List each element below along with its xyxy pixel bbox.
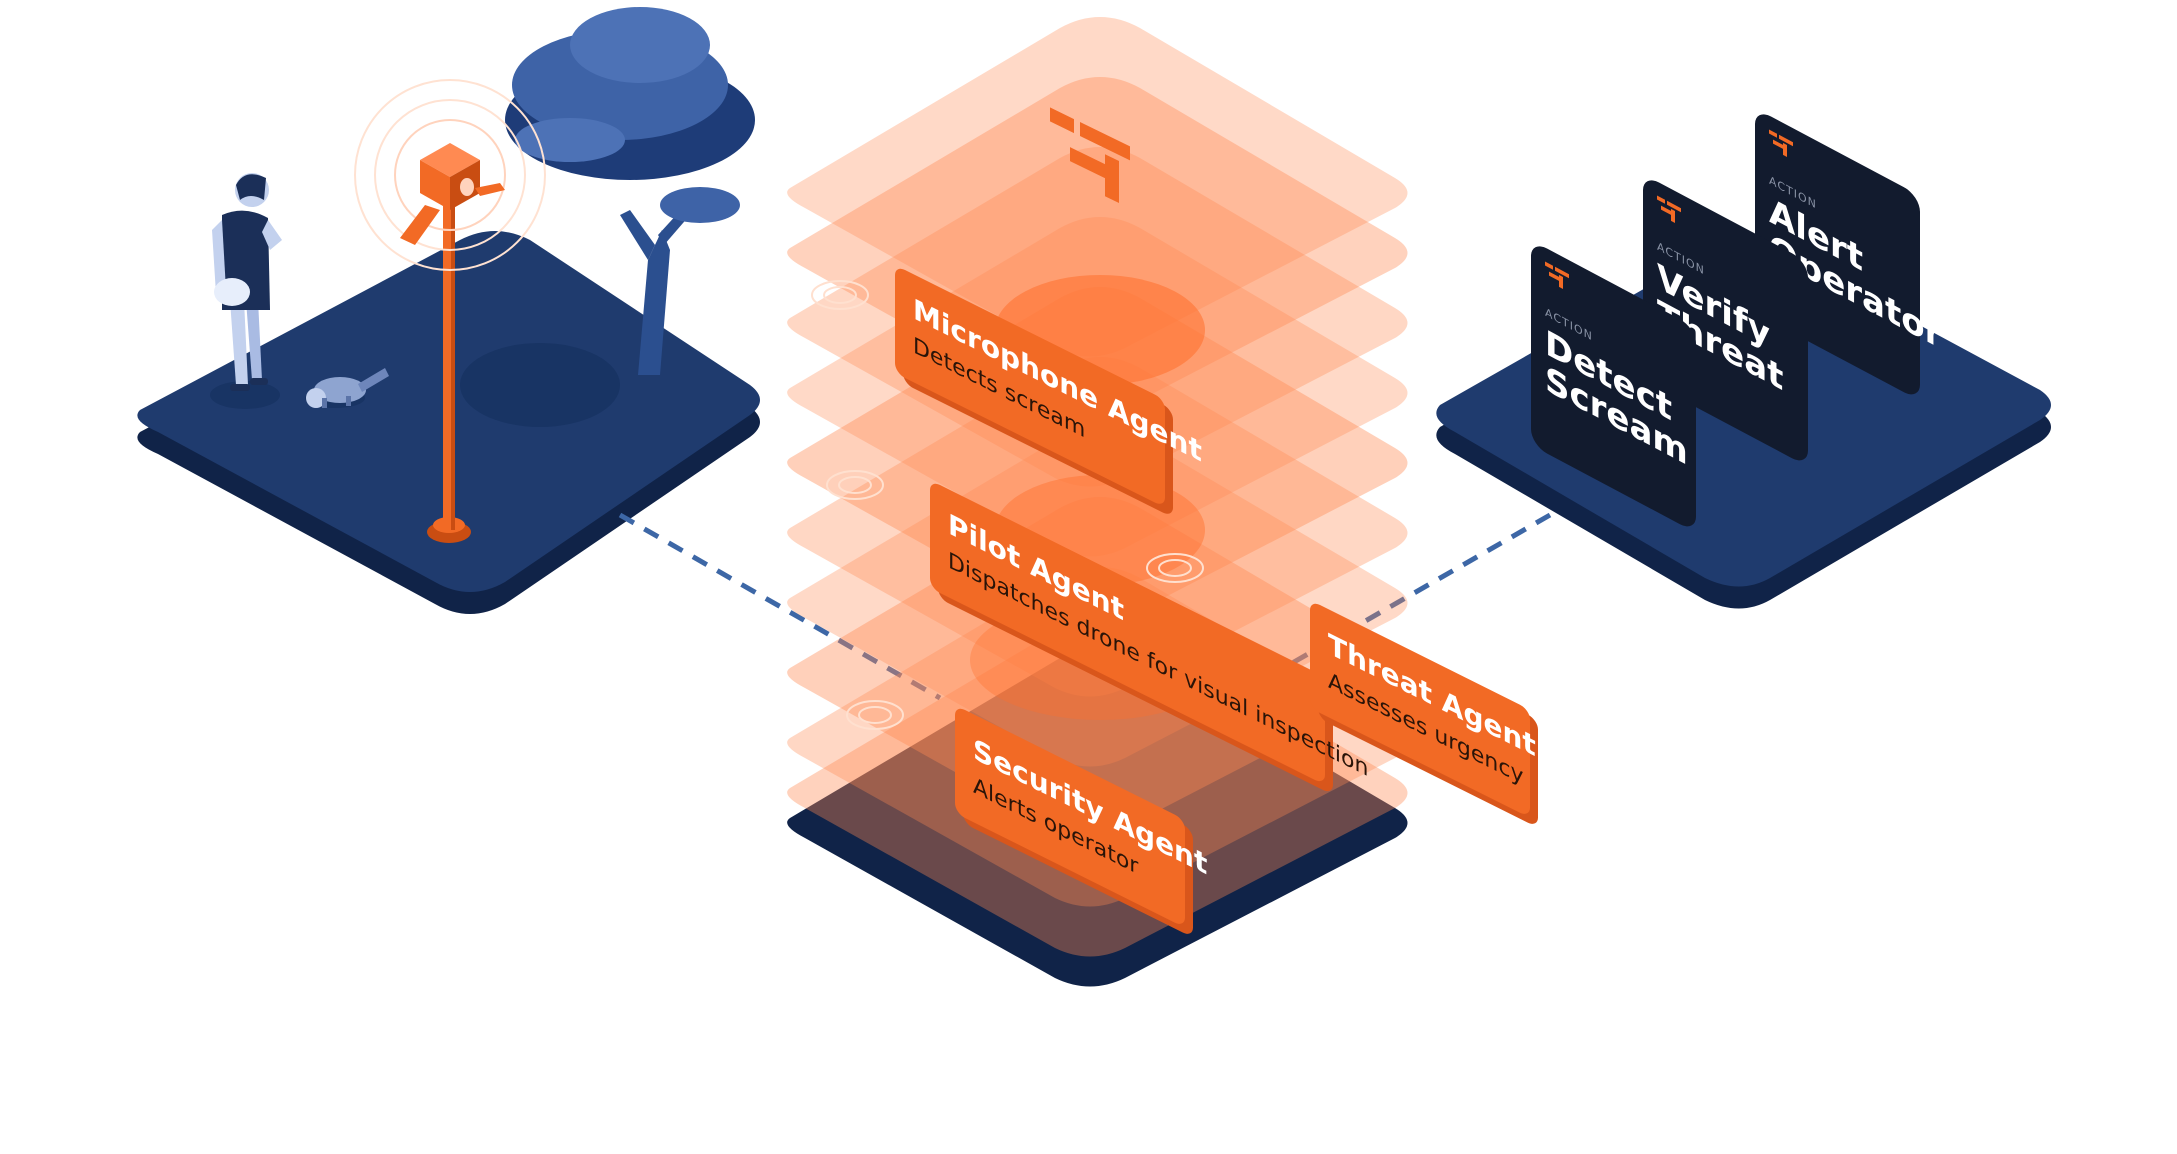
brand-mark-icon xyxy=(1769,129,1793,158)
action-card-detect-scream: ACTION Detect Scream xyxy=(1531,246,1696,527)
sensor-pole xyxy=(354,79,546,543)
brand-mark-icon xyxy=(1545,261,1569,290)
brand-mark-icon xyxy=(1050,107,1130,204)
brand-mark-icon xyxy=(1657,195,1681,224)
tree-shadow xyxy=(460,343,620,427)
person-figure xyxy=(210,173,282,409)
raccoon-figure xyxy=(305,368,389,408)
signal-ripples xyxy=(811,280,1204,730)
